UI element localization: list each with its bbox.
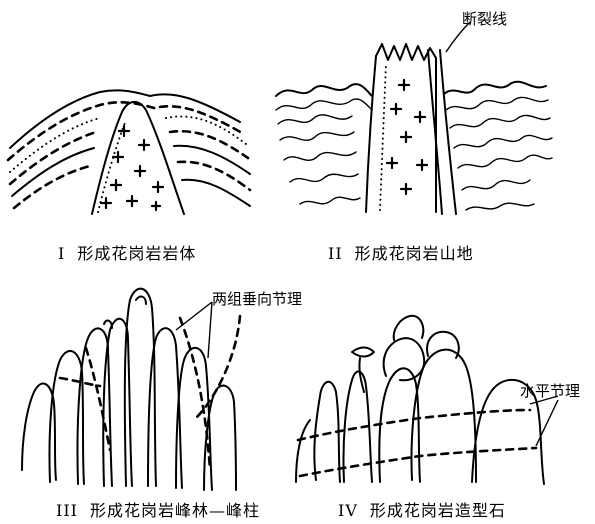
panel-2-granite-crosses bbox=[385, 78, 429, 196]
panel-3-vertical-joints bbox=[58, 314, 242, 472]
panel-3-pillars bbox=[21, 287, 237, 491]
panel-2-annotation: 断裂线 bbox=[462, 10, 508, 28]
panel-2-caption: II 形成花岗岩山地 bbox=[328, 240, 474, 264]
panel-2-caption-text: 形成花岗岩山地 bbox=[354, 244, 474, 263]
panel-1-numeral: I bbox=[58, 244, 66, 263]
panel-3-caption: III 形成花岗岩峰林—峰柱 bbox=[56, 497, 260, 521]
panel-3-annotation-leaders bbox=[175, 301, 213, 359]
panel-4-rock-forms bbox=[295, 314, 545, 485]
panel-3-caption-text: 形成花岗岩峰林—峰柱 bbox=[89, 501, 260, 520]
panel-4-annotation-leaders bbox=[529, 395, 559, 447]
panel-1-caption: I 形成花岗岩岩体 bbox=[58, 240, 196, 264]
panel-4-caption: IV 形成花岗岩造型石 bbox=[338, 497, 506, 521]
panel-3-annotation: 两组垂向节理 bbox=[212, 290, 303, 308]
panel-4-numeral: IV bbox=[338, 501, 358, 520]
panel-1-strata bbox=[6, 89, 252, 210]
panel-3-numeral: III bbox=[56, 501, 78, 520]
panel-4-annotation: 水平节理 bbox=[520, 382, 581, 400]
panel-2-numeral: II bbox=[328, 244, 343, 263]
panel-2-fault-line bbox=[427, 49, 457, 215]
panel-2-annotation-leader bbox=[445, 21, 471, 53]
panel-4-horizontal-joints bbox=[296, 408, 538, 478]
panel-1-caption-text: 形成花岗岩岩体 bbox=[77, 244, 197, 263]
panel-1-granite-crosses bbox=[99, 124, 165, 212]
panel-2-strata bbox=[275, 80, 553, 211]
panel-4-caption-text: 形成花岗岩造型石 bbox=[369, 501, 506, 520]
